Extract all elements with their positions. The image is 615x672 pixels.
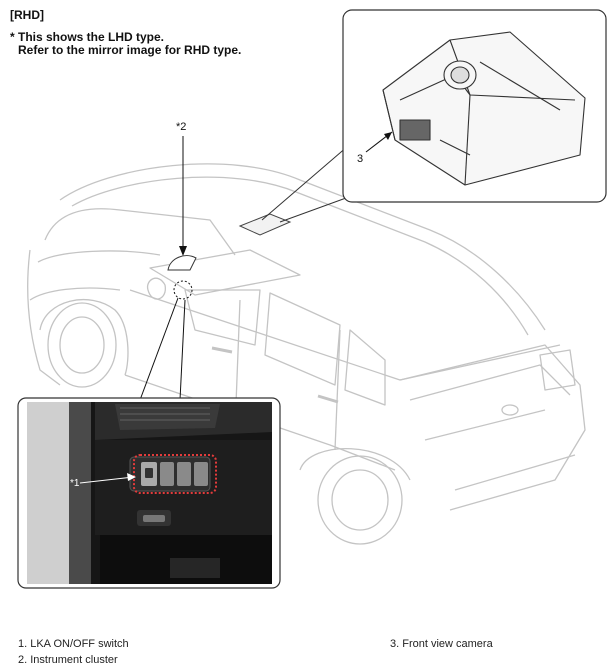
front-view-camera xyxy=(382,31,586,186)
callout-2: *2 xyxy=(176,121,186,133)
camera-location-plate xyxy=(238,213,292,236)
lka-switch-highlight xyxy=(133,454,217,494)
instrument-cluster-marker xyxy=(167,255,197,271)
callout-1: *1 xyxy=(70,478,80,489)
note-line-1: * This shows the LHD type. xyxy=(10,30,165,44)
section-label: [RHD] xyxy=(10,8,44,22)
callout-3: 3 xyxy=(357,153,363,165)
switch-panel xyxy=(129,456,211,492)
camera-leader-line-1 xyxy=(261,139,356,221)
switch-leader-line-2 xyxy=(179,299,186,401)
legend-item-3: 3. Front view camera xyxy=(390,638,493,650)
note-line-2: Refer to the mirror image for RHD type. xyxy=(18,43,242,57)
legend-item-1: 1. LKA ON/OFF switch xyxy=(18,638,129,650)
switch-location-marker xyxy=(173,280,193,300)
dashboard-photo xyxy=(27,402,272,584)
legend-item-2: 2. Instrument cluster xyxy=(18,654,118,666)
car-outline xyxy=(27,163,586,545)
switch-leader-line-1 xyxy=(139,297,179,401)
callout-1-line xyxy=(79,476,135,484)
